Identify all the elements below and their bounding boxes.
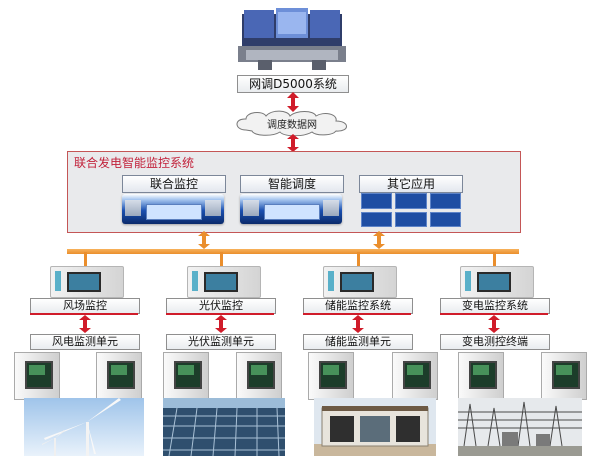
control-room-image bbox=[238, 6, 346, 72]
arrow-updown-red-icon bbox=[215, 315, 227, 333]
pv-terminal-unit bbox=[236, 352, 282, 400]
red-link-line bbox=[440, 313, 548, 315]
system-title: 联合发电智能监控系统 bbox=[74, 156, 195, 170]
bus-drop bbox=[84, 252, 87, 266]
module-smart-dispatch-label: 智能调度 bbox=[240, 175, 344, 193]
red-link-line bbox=[303, 313, 411, 315]
wind-monitor-device bbox=[50, 266, 124, 298]
joint-generation-monitoring-system: 联合发电智能监控系统 联合监控 智能调度 其它应用 bbox=[67, 151, 521, 233]
smart-dispatch-console-image bbox=[240, 194, 342, 224]
pv-terminal-unit bbox=[163, 352, 209, 400]
substation-monitor-device bbox=[460, 266, 534, 298]
app-tile bbox=[395, 211, 427, 227]
module-other-apps-label: 其它应用 bbox=[359, 175, 463, 193]
storage-monitoring-unit-label: 储能监测单元 bbox=[303, 334, 413, 350]
module-joint-monitoring-label: 联合监控 bbox=[122, 175, 226, 193]
wind-terminal-unit bbox=[14, 352, 60, 400]
wind-terminal-unit bbox=[96, 352, 142, 400]
storage-monitor-device bbox=[323, 266, 397, 298]
cloud-icon bbox=[236, 110, 347, 136]
substation-photo bbox=[458, 398, 582, 456]
app-tile bbox=[429, 193, 461, 209]
pv-monitor-label: 光伏监控 bbox=[166, 298, 276, 314]
substation-terminal-unit bbox=[541, 352, 587, 400]
wind-monitoring-unit-label: 风电监测单元 bbox=[30, 334, 140, 350]
arrow-updown-red-icon bbox=[488, 315, 500, 333]
arrow-updown-red-icon bbox=[287, 92, 299, 112]
app-tile bbox=[361, 211, 393, 227]
arrow-updown-red-icon bbox=[352, 315, 364, 333]
pv-monitoring-unit-label: 光伏监测单元 bbox=[166, 334, 276, 350]
dispatch-network-cloud: 调度数据网 bbox=[232, 110, 352, 136]
d5000-system-label: 网调D5000系统 bbox=[237, 75, 349, 93]
red-link-line bbox=[166, 313, 274, 315]
bus-drop bbox=[357, 252, 360, 266]
substation-terminal-label: 变电测控终端 bbox=[440, 334, 550, 350]
bus-drop bbox=[220, 252, 223, 266]
wind-turbine-photo bbox=[24, 398, 144, 456]
app-tile bbox=[395, 193, 427, 209]
bus-drop bbox=[493, 252, 496, 266]
red-link-line bbox=[30, 313, 138, 315]
arrow-updown-orange-icon bbox=[373, 231, 385, 249]
joint-monitoring-console-image bbox=[122, 194, 224, 224]
arrow-updown-red-icon bbox=[79, 315, 91, 333]
other-apps-grid bbox=[361, 193, 461, 227]
solar-panels-photo bbox=[163, 398, 285, 456]
app-tile bbox=[429, 211, 461, 227]
storage-terminal-unit bbox=[308, 352, 354, 400]
arrow-updown-red-icon bbox=[287, 134, 299, 152]
storage-monitor-system-label: 储能监控系统 bbox=[303, 298, 413, 314]
storage-building-photo bbox=[314, 398, 436, 456]
cloud-label: 调度数据网 bbox=[267, 120, 317, 131]
pv-monitor-device bbox=[187, 266, 261, 298]
communication-bus bbox=[67, 249, 519, 254]
substation-monitor-system-label: 变电监控系统 bbox=[440, 298, 550, 314]
storage-terminal-unit bbox=[392, 352, 438, 400]
arrow-updown-orange-icon bbox=[198, 231, 210, 249]
wind-farm-monitor-label: 风场监控 bbox=[30, 298, 140, 314]
substation-terminal-unit bbox=[458, 352, 504, 400]
app-tile bbox=[361, 193, 393, 209]
